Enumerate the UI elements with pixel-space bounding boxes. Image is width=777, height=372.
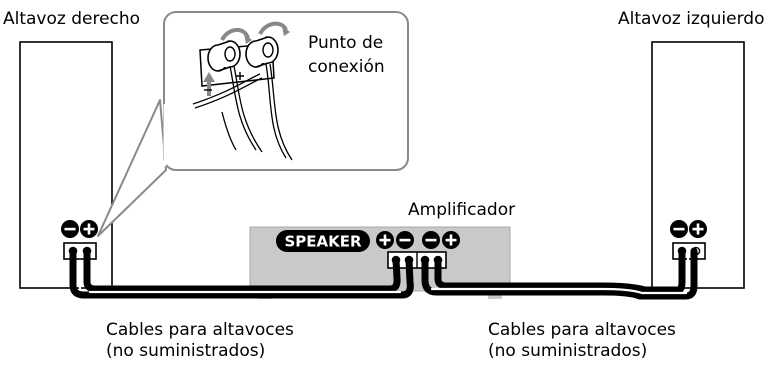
speaker-badge-label: SPEAKER xyxy=(284,233,362,251)
left-speaker-label: Altavoz izquierdo xyxy=(618,9,765,29)
connection-point-label-line2: conexión xyxy=(308,57,385,77)
cables-label-right-line2: (no suministrados) xyxy=(488,341,648,361)
right-speaker-label: Altavoz derecho xyxy=(3,9,141,29)
cable-right-speaker xyxy=(69,247,414,299)
cable-left-speaker xyxy=(421,247,698,300)
amplifier-label: Amplificador xyxy=(408,200,516,220)
connection-point-label-line1: Punto de xyxy=(308,33,384,53)
binding-post-illustration xyxy=(192,21,293,161)
cables-label-right-line1: Cables para altavoces xyxy=(488,320,676,340)
speaker-badge xyxy=(276,230,370,252)
speaker-cables xyxy=(69,247,698,300)
cables-label-left-line2: (no suministrados) xyxy=(106,341,266,361)
cables-label-left-line1: Cables para altavoces xyxy=(106,320,294,340)
